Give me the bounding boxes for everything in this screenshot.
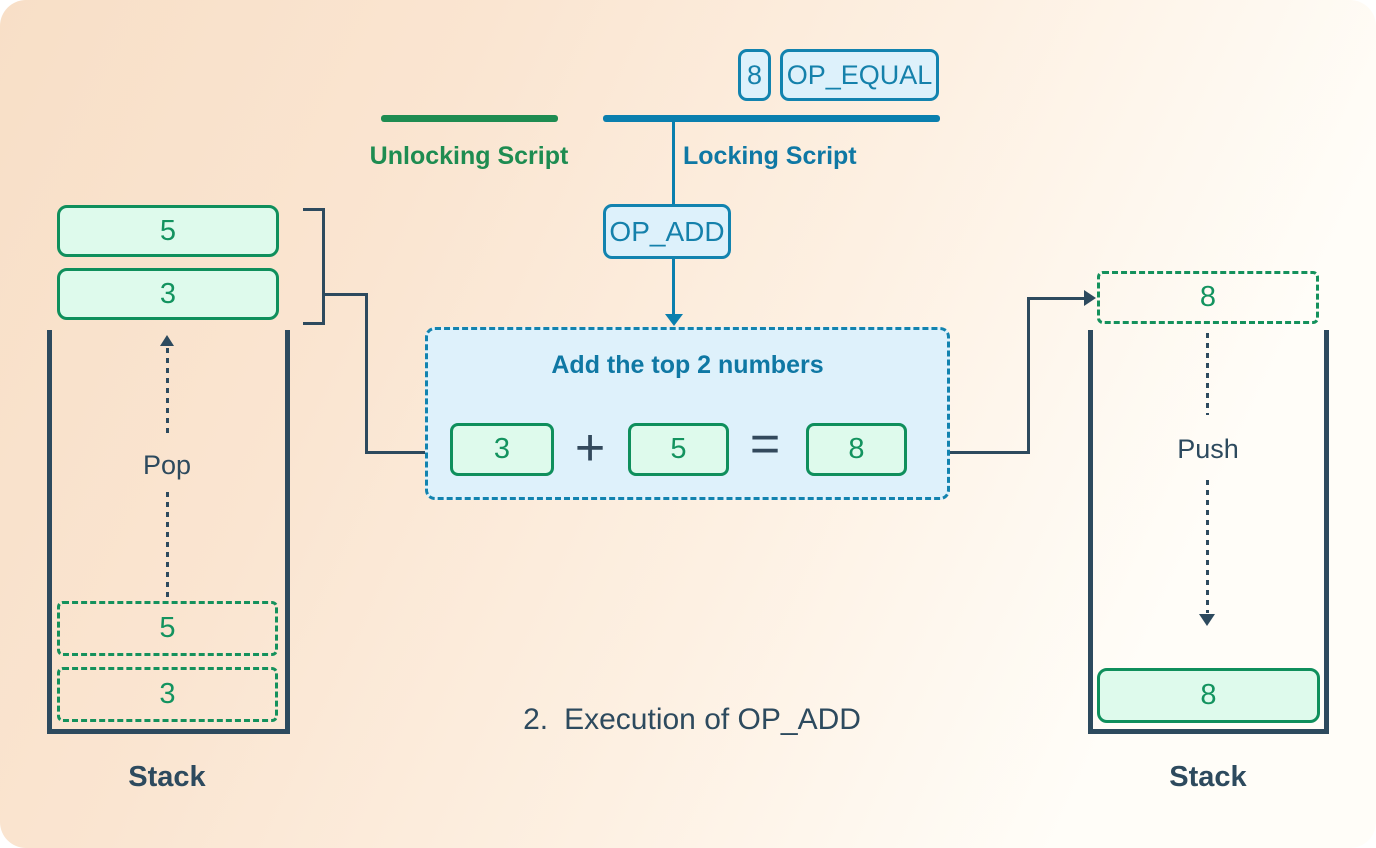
opadd-arrow-down-icon	[665, 314, 683, 326]
pop-arrow-line	[166, 348, 169, 438]
result-box: 8	[806, 423, 907, 476]
locking-script-label: Locking Script	[683, 142, 857, 170]
popped-item: 5	[57, 205, 279, 257]
right-connector-h2	[1027, 297, 1085, 300]
caption: 2. Execution of OP_ADD	[442, 703, 942, 737]
popped-item-text: 3	[159, 277, 177, 310]
pop-arrow-line	[166, 492, 169, 599]
operation-title: Add the top 2 numbers	[551, 351, 824, 379]
push-label: Push	[1177, 434, 1239, 464]
right-connector-v	[1027, 297, 1030, 454]
equals-sign: =	[749, 415, 781, 473]
pop-label: Pop	[142, 450, 192, 480]
left-stack-label: Stack	[128, 761, 206, 793]
left-stack-wall-right	[285, 330, 290, 734]
caption-number: 2.	[523, 703, 549, 736]
ghost-item-text: 5	[159, 612, 176, 644]
stack-item: 8	[1097, 668, 1320, 723]
stack-item-text: 8	[1200, 679, 1217, 711]
script-token-value: 8	[738, 49, 771, 101]
caption-text: Execution of OP_ADD	[564, 703, 861, 736]
popped-item: 3	[57, 268, 279, 320]
unlocking-script-bar	[381, 115, 558, 122]
locking-script-bar	[603, 115, 940, 122]
opadd-arrow-line	[672, 259, 675, 316]
bracket-top-tick	[303, 208, 325, 211]
locking-script-connector	[672, 122, 675, 206]
left-connector-h2	[365, 451, 425, 454]
unlocking-script-label: Unlocking Script	[369, 142, 569, 170]
right-stack-label: Stack	[1169, 761, 1247, 793]
opadd-box-text: OP_ADD	[609, 215, 725, 247]
bracket-line	[322, 208, 325, 325]
operand2-box: 5	[628, 423, 729, 476]
left-stack-bottom	[47, 729, 290, 734]
right-stack-bottom	[1088, 729, 1329, 734]
script-token-value-text: 8	[746, 59, 763, 90]
left-stack-wall-left	[47, 330, 52, 734]
ghost-item-text: 3	[159, 678, 176, 710]
left-connector-v	[365, 293, 368, 454]
right-stack-wall-right	[1324, 330, 1329, 734]
push-arrow-down-icon	[1199, 614, 1215, 626]
push-arrow-line	[1206, 480, 1209, 613]
script-token-opcode: OP_EQUAL	[780, 49, 939, 101]
ghost-item: 5	[57, 601, 278, 656]
incoming-ghost-item: 8	[1097, 271, 1319, 324]
operand1-box: 3	[450, 423, 554, 476]
bracket-bottom-tick	[303, 322, 325, 325]
pop-arrow-up-icon	[160, 335, 174, 346]
popped-item-text: 5	[159, 214, 177, 247]
plus-sign: +	[574, 419, 606, 477]
opadd-box: OP_ADD	[603, 204, 731, 259]
ghost-item: 3	[57, 667, 278, 722]
result-text: 8	[848, 433, 865, 465]
incoming-ghost-item-text: 8	[1199, 281, 1217, 313]
left-connector-h1	[325, 293, 368, 296]
operand1-text: 3	[493, 433, 511, 465]
push-arrow-line	[1206, 333, 1209, 415]
operand2-text: 5	[670, 433, 687, 465]
push-arrow-right-icon	[1084, 290, 1096, 306]
right-connector-h1	[950, 451, 1030, 454]
right-stack-wall-left	[1088, 330, 1093, 734]
script-token-opcode-text: OP_EQUAL	[786, 59, 933, 90]
